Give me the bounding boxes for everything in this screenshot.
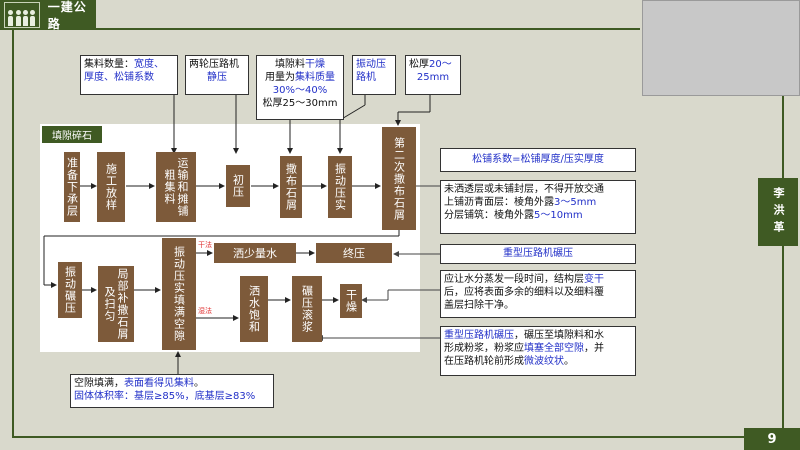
note-fill-b2: 集料质量 <box>295 72 335 83</box>
label-wet-method: 湿法 <box>198 307 212 315</box>
video-placeholder <box>642 0 800 96</box>
note-fill-p3: 松厚25～30mm <box>262 98 338 109</box>
note-aggregate-b2: 厚度、 <box>84 72 114 83</box>
note-fill-p1: 填隙料 <box>275 59 305 70</box>
frame-left-line <box>12 30 14 438</box>
header-tab: 一建公路 <box>0 0 96 31</box>
step-prepare-base: 准备下承层 <box>64 152 80 222</box>
note-loose-b1: 20～ <box>429 59 452 70</box>
note-fill: 填隙料干燥 用量为集料质量 30%～40% 松厚25～30mm <box>256 55 344 120</box>
step-roll-slurry: 碾压滚浆 <box>292 276 322 342</box>
note-wet-l2c: ，并 <box>584 343 604 354</box>
note-void-fill: 空隙填满，表面看得见集料。 固体体积率：基层≥85%，底基层≥83% <box>70 374 274 408</box>
note-dry-l1a: 应让水分蒸发一段时间，结构层 <box>444 274 584 285</box>
note-seal-l2b: 3～5mm <box>554 197 597 208</box>
note-fill-b1: 干燥 <box>305 59 325 70</box>
step-local-supplement: 局部补撒石屑及扫匀 <box>98 266 134 342</box>
note-vibro-b1: 振动压 <box>356 59 386 70</box>
step-vibro-fill-voids: 振动压实填满空隙 <box>162 238 196 350</box>
step-initial-press: 初压 <box>226 165 250 207</box>
step-spread-chips: 撒布石屑 <box>280 156 302 218</box>
note-wet-l1b: ，碾压至填隙料和水 <box>514 330 604 341</box>
frame-bottom-line <box>12 436 792 438</box>
note-seal-l3a: 分层铺筑：棱角外露 <box>444 210 534 221</box>
step-setting-out: 施工放样 <box>97 152 125 222</box>
note-heavy-roller-text: 重型压路机碾压 <box>503 248 573 259</box>
note-wet-l3c: 。 <box>564 356 574 367</box>
note-void-l1b: 表面看得见集料 <box>124 378 194 389</box>
step-vibro-compact: 振动压实 <box>328 156 352 218</box>
note-fill-p2: 用量为 <box>265 72 295 83</box>
panel-title: 填隙碎石 <box>42 126 102 143</box>
note-aggregate-p2: 松铺系数 <box>114 72 154 83</box>
label-dry-method: 干法 <box>198 241 212 249</box>
frame-right-line <box>782 96 784 436</box>
note-fill-b3: 30%～40% <box>272 85 328 96</box>
page-number: 9 <box>744 428 800 450</box>
step-second-spread: 第二次撒布石屑 <box>382 127 416 230</box>
note-two-wheel-p1: 两轮压路机 <box>189 59 239 70</box>
people-icon <box>4 2 40 28</box>
note-wet-l2a: 形成粉浆，粉浆应 <box>444 343 524 354</box>
step-water-saturate: 洒水饱和 <box>240 276 268 342</box>
step-final-press: 终压 <box>316 243 392 263</box>
note-aggregate: 集料数量：宽度、 厚度、松铺系数 <box>80 55 178 95</box>
note-two-wheel: 两轮压路机 静压 <box>185 55 249 95</box>
note-heavy-roller: 重型压路机碾压 <box>440 244 636 264</box>
frame-top-line <box>0 28 640 30</box>
note-void-l1c: 。 <box>194 378 204 389</box>
note-vibro-b2: 路机 <box>356 72 376 83</box>
step-sprinkle-water: 洒少量水 <box>214 243 296 263</box>
note-seal-l3b: 5～10mm <box>534 210 583 221</box>
note-dry-l3: 盖层扫除干净。 <box>444 300 514 311</box>
note-dry-l1b: 变干 <box>584 274 604 285</box>
note-loose-coef-text: 松铺系数=松铺厚度/压实厚度 <box>472 154 604 165</box>
note-loose: 松厚20～ 25mm <box>405 55 461 95</box>
note-wet: 重型压路机碾压，碾压至填隙料和水 形成粉浆，粉浆应填塞全部空隙，并 在压路机轮前… <box>440 326 636 376</box>
note-seal-l1: 未洒透层或未铺封层，不得开放交通 <box>444 184 604 195</box>
note-void-l1a: 空隙填满， <box>74 378 124 389</box>
note-void-l2: 固体体积率：基层≥85%，底基层≥83% <box>74 391 256 402</box>
note-aggregate-p1: 集料数量： <box>84 59 134 70</box>
note-wet-l3a: 在压路机轮前形成 <box>444 356 524 367</box>
note-seal: 未洒透层或未铺封层，不得开放交通 上铺沥青面层：棱角外露3～5mm 分层铺筑：棱… <box>440 180 636 234</box>
note-seal-l2a: 上铺沥青面层：棱角外露 <box>444 197 554 208</box>
note-wet-l1a: 重型压路机碾压 <box>444 330 514 341</box>
note-vibro: 振动压 路机 <box>352 55 396 95</box>
note-two-wheel-b1: 静压 <box>207 72 227 83</box>
note-wet-l2b: 填塞全部空隙 <box>524 343 584 354</box>
note-dry: 应让水分蒸发一段时间，结构层变干 后，应将表面多余的细料以及细料覆 盖层扫除干净… <box>440 270 636 318</box>
note-loose-b2: 25mm <box>416 72 450 83</box>
step-vibro-roll: 振动碾压 <box>58 262 82 318</box>
step-drying: 干燥 <box>340 284 362 318</box>
note-loose-coef: 松铺系数=松铺厚度/压实厚度 <box>440 148 636 172</box>
note-aggregate-b1: 宽度、 <box>134 59 164 70</box>
header-title: 一建公路 <box>47 0 87 31</box>
note-loose-p1: 松厚 <box>409 59 429 70</box>
note-dry-l2: 后，应将表面多余的细料以及细料覆 <box>444 287 604 298</box>
presenter-name: 李洪革 <box>758 178 798 246</box>
step-transport-spread: 运输和摊铺粗集料 <box>156 152 196 222</box>
note-wet-l3b: 微波纹状 <box>524 356 564 367</box>
